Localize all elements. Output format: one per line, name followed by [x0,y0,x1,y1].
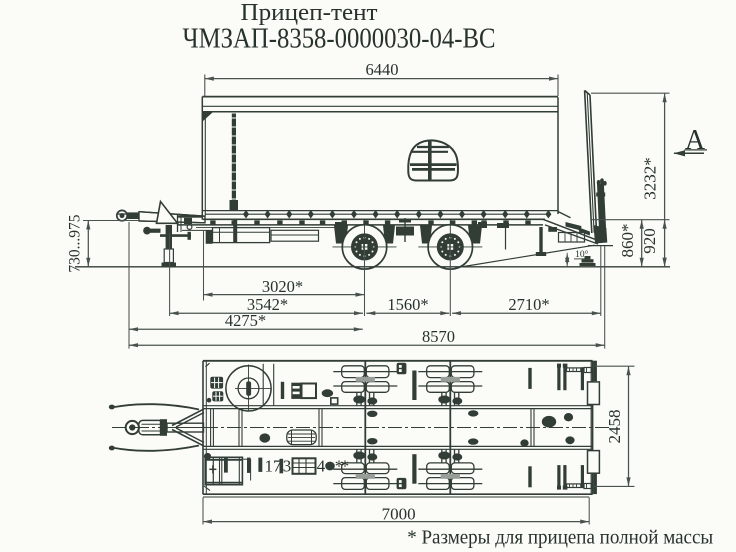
svg-text:*: * [341,457,350,476]
svg-text:10°: 10° [575,249,589,260]
svg-text:8570: 8570 [422,327,455,346]
svg-text:7000: 7000 [382,504,416,523]
svg-text:2458: 2458 [605,410,624,444]
svg-text:3: 3 [283,457,292,476]
svg-text:Прицеп-тент: Прицеп-тент [241,0,379,26]
svg-text:4: 4 [317,457,326,476]
svg-text:3232*: 3232* [641,157,660,200]
svg-text:ЧМЗАП-8358-0000030-04-ВС: ЧМЗАП-8358-0000030-04-ВС [183,22,496,54]
svg-text:6440: 6440 [366,60,399,79]
svg-text:920: 920 [640,228,659,254]
svg-text:3542*: 3542* [247,295,288,314]
svg-text:4275*: 4275* [225,311,266,330]
svg-text:1560*: 1560* [387,295,428,314]
svg-text:2710*: 2710* [508,295,549,314]
svg-text:3020*: 3020* [262,277,303,296]
svg-text:17: 17 [265,457,283,476]
svg-text:A: A [685,125,706,156]
svg-text:*: * [335,457,344,476]
svg-text:860*: 860* [618,224,637,258]
svg-text:730...975: 730...975 [67,214,84,272]
svg-text:* Размеры для прицепа полной м: * Размеры для прицепа полной массы [407,527,713,549]
